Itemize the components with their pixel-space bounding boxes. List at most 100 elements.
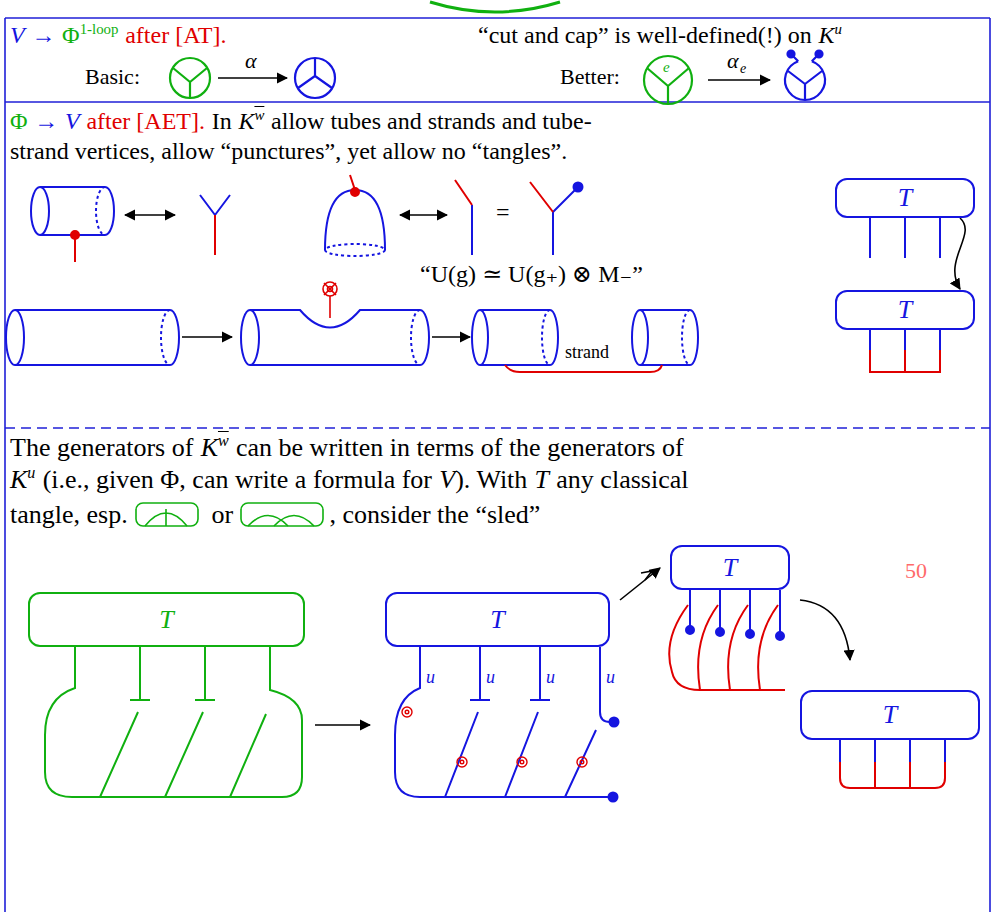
- sled: [776, 632, 784, 640]
- wheel-graph: [295, 58, 335, 98]
- map-arrow: [800, 600, 850, 660]
- tangle-box: T: [835, 290, 975, 330]
- label-text: or: [211, 500, 233, 530]
- tube: [31, 187, 49, 235]
- puncture-pin: [577, 757, 587, 767]
- label-text: K: [201, 433, 218, 463]
- label-text: “U(g) ≃ U(g₊) ⊗ M₋”: [420, 261, 643, 287]
- text-line: “cut and cap” is well-defined(!) onKu: [478, 22, 842, 50]
- label-text: u: [426, 667, 435, 687]
- label-text: →: [31, 22, 55, 50]
- tube: [325, 244, 385, 256]
- tangle-box: T: [28, 592, 305, 647]
- map-arrow: [182, 336, 470, 338]
- tube: [6, 310, 24, 365]
- label-text: α: [245, 48, 257, 73]
- tangle-name: T: [898, 183, 912, 213]
- wheel-graph: [298, 58, 332, 88]
- label-text: strand vertices, allow “punctures”, yet …: [10, 138, 567, 166]
- label-text: V: [439, 465, 455, 495]
- map-arrow: [315, 724, 370, 726]
- tangle-leg: [870, 218, 940, 350]
- label-holder: “U(g) ≃ U(g₊) ⊗ M₋”: [420, 262, 643, 286]
- tube: [411, 310, 420, 365]
- label-text: In: [212, 108, 232, 136]
- tangle-icon: [240, 502, 324, 535]
- text-line: Φ→Vafter [AET].InKwallow tubes and stran…: [10, 108, 592, 136]
- tube: [31, 183, 583, 257]
- map-arrow: [182, 336, 232, 338]
- label-holder: u: [486, 668, 495, 686]
- text-line: V→Φ1-loopafter [AT].: [10, 22, 227, 50]
- label-holder: e: [740, 62, 746, 76]
- tube: [632, 310, 648, 365]
- label-holder: =: [496, 200, 510, 224]
- text-line: Ku(i.e., given Φ, can write a formula fo…: [10, 465, 688, 495]
- label-text: any classical: [556, 465, 688, 495]
- tangle-icon: [241, 503, 323, 526]
- label-text: Φ: [62, 22, 80, 50]
- strand: [669, 605, 785, 690]
- label-text: V: [65, 108, 80, 136]
- strand: [351, 188, 359, 196]
- theta-graph: [644, 56, 692, 104]
- label-holder: u: [546, 668, 555, 686]
- tangle-icon: [135, 502, 199, 535]
- tangle-icon: [135, 502, 199, 528]
- text-line: strand vertices, allow “punctures”, yet …: [10, 138, 567, 166]
- label-text: Φ: [10, 108, 28, 136]
- double-arrow: [125, 214, 175, 216]
- strand: [669, 605, 785, 690]
- slide-frame: [5, 18, 990, 912]
- sled: [609, 793, 618, 802]
- tangle-icon: [145, 509, 187, 526]
- theta-graph: [170, 58, 210, 98]
- tangle-box: T: [670, 545, 790, 590]
- map-arrow: [218, 78, 770, 80]
- tube: [6, 310, 698, 365]
- tangle-name: T: [490, 605, 504, 635]
- tube: [15, 310, 179, 365]
- tangle-box: T: [800, 690, 980, 740]
- label-text: V: [10, 22, 25, 50]
- label-text: u: [546, 667, 555, 687]
- puncture-pin: [580, 760, 584, 764]
- tube: [472, 310, 488, 365]
- map-arrow: [218, 77, 287, 79]
- label-holder: α: [245, 50, 257, 72]
- label-holder: e: [663, 60, 670, 75]
- strand: [870, 350, 940, 372]
- label-text: tangle, esp.: [10, 500, 128, 530]
- tangle-name: T: [898, 295, 912, 325]
- tangle-name: T: [723, 553, 737, 583]
- tangle-leg: [840, 740, 945, 762]
- theta-graph: [173, 68, 207, 98]
- tube: [480, 310, 558, 365]
- label-text: can be written in terms of the generator…: [236, 433, 684, 463]
- tangle-name: T: [159, 605, 173, 635]
- label-holder: Better:: [560, 66, 620, 88]
- puncture-pin: [520, 760, 524, 764]
- wheel-graph: [785, 55, 825, 100]
- label-text: K: [819, 22, 835, 50]
- tangle-icon: [240, 502, 324, 528]
- map-arrow: [708, 79, 770, 81]
- label-text: 50: [905, 558, 927, 583]
- puncture-pin: [402, 707, 587, 767]
- label-text: after [AT].: [125, 22, 226, 50]
- text-line: tangle, esp.or, consider the “sled”: [10, 497, 540, 530]
- label-text: Better:: [560, 64, 620, 89]
- strand: [505, 365, 662, 372]
- map-arrow: [620, 568, 850, 660]
- wheel-graph: [816, 51, 823, 58]
- label-text: →: [34, 108, 58, 136]
- puncture-pin: [405, 710, 409, 714]
- label-holder: Basic:: [85, 66, 140, 88]
- sled: [45, 647, 302, 797]
- sled: [716, 628, 724, 636]
- sled: [100, 647, 266, 797]
- text-line: The generators ofKwcan be written in ter…: [10, 433, 684, 463]
- sled: [395, 647, 608, 797]
